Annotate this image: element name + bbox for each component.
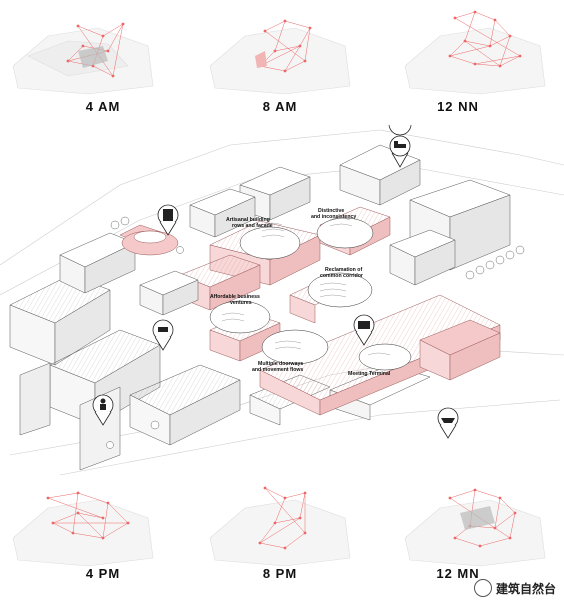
- map-8pm: [209, 486, 351, 567]
- map-4am: [12, 22, 154, 95]
- map-12nn: [404, 10, 546, 95]
- pin-building-icon: [157, 204, 179, 236]
- callout-artisanal-l2: rows and facade: [232, 223, 273, 229]
- watermark: 建筑自然台: [473, 579, 556, 597]
- watermark-text: 建筑自然台: [495, 581, 556, 596]
- callout-distinctive-l1: Distinctive: [318, 208, 344, 214]
- callout-reclamation-l1: Reclamation of: [325, 267, 362, 273]
- time-label-8pm: 8 PM: [262, 566, 298, 581]
- time-label-8am: 8 AM: [262, 99, 298, 114]
- map-4pm: [12, 491, 154, 567]
- pin-meeting-icon: [152, 319, 174, 351]
- time-label-4pm: 4 PM: [85, 566, 121, 581]
- callout-artisanal-l1: Artisanal building: [226, 217, 270, 223]
- axonometric-site-diagram: Artisanal building rows and facade Disti…: [0, 125, 564, 476]
- callout-reclamation-l2: common corridor: [320, 273, 363, 279]
- callout-affordable-l1: Affordable business: [210, 294, 260, 300]
- callout-affordable-l2: ventures: [230, 300, 252, 306]
- time-label-4am: 4 AM: [85, 99, 121, 114]
- time-label-12mn: 12 MN: [436, 566, 480, 581]
- callout-doorways-l1: Multiple doorways: [258, 361, 303, 367]
- callout-terminal: Meeting Terminal: [348, 371, 391, 377]
- watermark-logo-icon: [473, 579, 492, 597]
- pin-prayer-icon: [92, 394, 114, 426]
- pin-market-icon: [353, 314, 375, 346]
- pin-bed-icon: [388, 125, 412, 168]
- map-12mn: [404, 488, 546, 567]
- time-label-12nn: 12 NN: [437, 99, 479, 114]
- callout-doorways-l2: and movement flows: [252, 367, 303, 373]
- pin-ship-icon: [437, 407, 459, 439]
- map-8am: [209, 19, 351, 95]
- callout-distinctive-l2: and inconsistency: [311, 214, 356, 220]
